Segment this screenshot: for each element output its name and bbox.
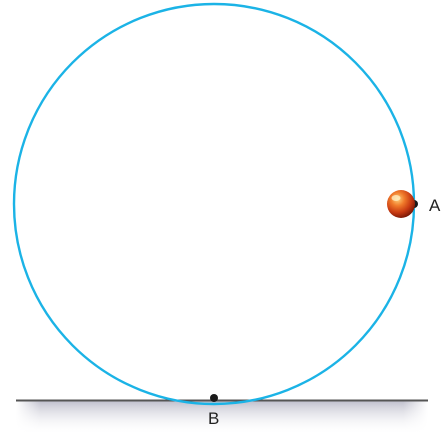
ball-highlight [391, 195, 401, 201]
point-b-dot [210, 394, 218, 402]
circular-track [12, 2, 416, 406]
point-b-label: B [208, 409, 219, 428]
ball [387, 190, 415, 218]
point-a-label: A [429, 196, 441, 215]
ground-shadow-fade [16, 401, 428, 435]
